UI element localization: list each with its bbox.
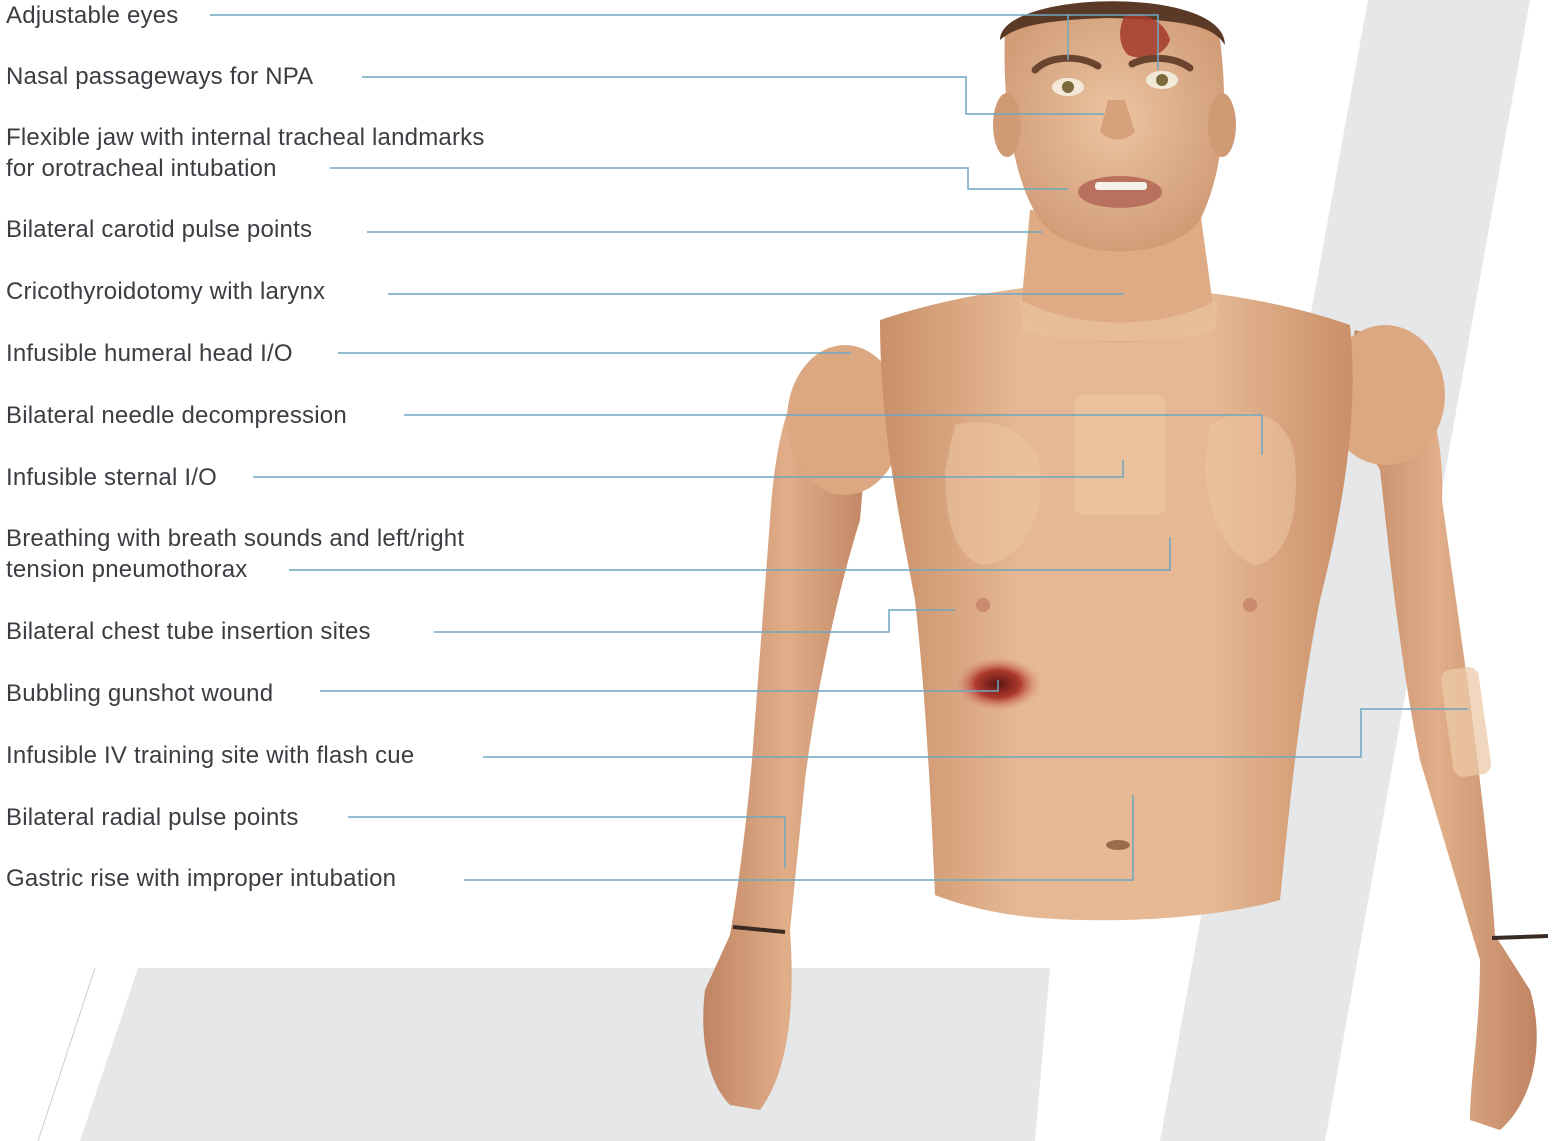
- callout-needle-decompression: Bilateral needle decompression: [6, 400, 347, 431]
- manikin-right-ear: [1208, 93, 1236, 157]
- callout-radial-pulse: Bilateral radial pulse points: [6, 802, 299, 833]
- callout-flexible-jaw-line-1: Flexible jaw with internal tracheal land…: [6, 122, 485, 153]
- callout-nasal-passageways: Nasal passageways for NPA: [6, 61, 313, 92]
- manikin-sternal-pad: [1075, 395, 1165, 515]
- manikin-left-nipple: [976, 598, 990, 612]
- leader-line-adjustable-eyes: [210, 15, 1068, 60]
- leader-line-gunshot-wound: [320, 680, 998, 691]
- leader-line-flexible-jaw: [330, 168, 1068, 189]
- callout-humeral-head-io: Infusible humeral head I/O: [6, 338, 293, 369]
- callout-flexible-jaw-line-2: for orotracheal intubation: [6, 153, 277, 184]
- leader-line-radial-pulse: [348, 817, 785, 868]
- manikin-mouth: [1078, 176, 1162, 208]
- background-thin-line: [38, 968, 95, 1141]
- callout-gastric-rise: Gastric rise with improper intubation: [6, 863, 396, 894]
- manikin-navel: [1106, 840, 1130, 850]
- callout-adjustable-eyes: Adjustable eyes: [6, 0, 178, 31]
- manikin-torso: [880, 285, 1353, 920]
- callout-sternal-io: Infusible sternal I/O: [6, 462, 217, 493]
- callout-carotid-pulse: Bilateral carotid pulse points: [6, 214, 312, 245]
- leader-line-chest-tube: [434, 610, 955, 632]
- manikin-right-nipple: [1243, 598, 1257, 612]
- manikin-right-iris: [1156, 74, 1168, 86]
- manikin-left-iris: [1062, 81, 1074, 93]
- manikin-right-wristband: [1492, 936, 1548, 938]
- callout-gunshot-wound: Bubbling gunshot wound: [6, 678, 273, 709]
- callout-chest-tube: Bilateral chest tube insertion sites: [6, 616, 371, 647]
- leader-line-nasal-passageways: [362, 77, 1104, 114]
- manikin-left-ear: [993, 93, 1021, 157]
- background-band-bottom: [80, 968, 1050, 1141]
- manikin-teeth: [1095, 182, 1147, 190]
- callout-iv-training-site: Infusible IV training site with flash cu…: [6, 740, 414, 771]
- callout-breathing-line-2: tension pneumothorax: [6, 554, 248, 585]
- callout-cricothyroidotomy: Cricothyroidotomy with larynx: [6, 276, 325, 307]
- callout-breathing-line-1: Breathing with breath sounds and left/ri…: [6, 523, 464, 554]
